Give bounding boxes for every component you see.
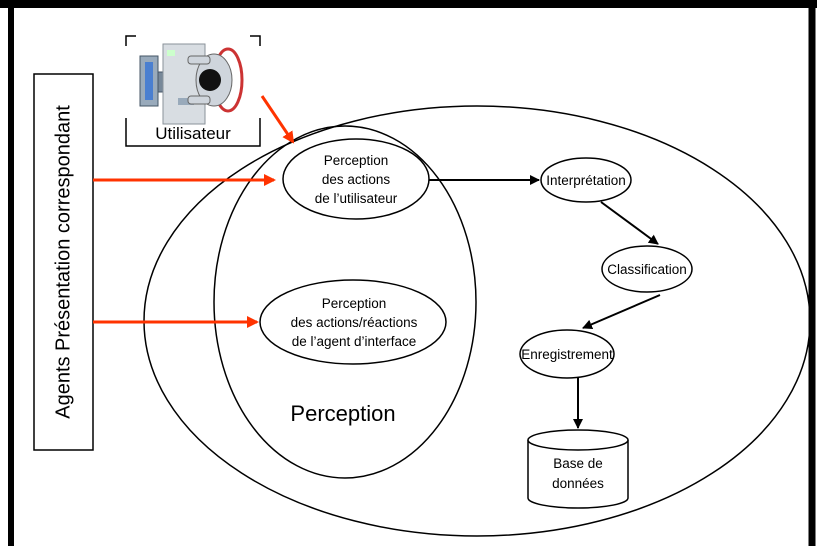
- agent-actions-ellipse: [259, 279, 447, 365]
- side-label: Agents Présentation correspondant: [52, 105, 74, 419]
- agent-actions-line-2: des actions/réactions: [291, 315, 418, 330]
- database-icon: [527, 429, 629, 509]
- red-arrow-user-to-perception: [260, 95, 295, 144]
- classification-ellipse: [601, 245, 693, 293]
- user-actions-line-3: de l’utilisateur: [315, 191, 398, 206]
- user-actions-line-2: des actions: [322, 172, 391, 187]
- perception-label: Perception: [290, 401, 395, 426]
- side-label-box: [33, 73, 94, 451]
- enregistrement-ellipse: [519, 329, 615, 379]
- interpretation-ellipse: [540, 157, 632, 203]
- agent-actions-line-1: Perception: [322, 296, 387, 311]
- user-actions-line-1: Perception: [324, 153, 389, 168]
- interpretation-label: Interprétation: [546, 173, 626, 188]
- perception-ellipse: [213, 125, 477, 479]
- user-label: Utilisateur: [155, 124, 231, 143]
- arrow-interpretation-to-classification: [600, 201, 659, 245]
- classification-label: Classification: [607, 262, 687, 277]
- arrow-classification-to-enregistrement: [582, 294, 661, 330]
- user-at-computer-icon: [139, 43, 244, 125]
- enregistrement-label: Enregistrement: [521, 347, 613, 362]
- database-line-1: Base de: [553, 456, 603, 471]
- database-line-2: données: [552, 476, 604, 491]
- agent-actions-line-3: de l’agent d’interface: [292, 334, 417, 349]
